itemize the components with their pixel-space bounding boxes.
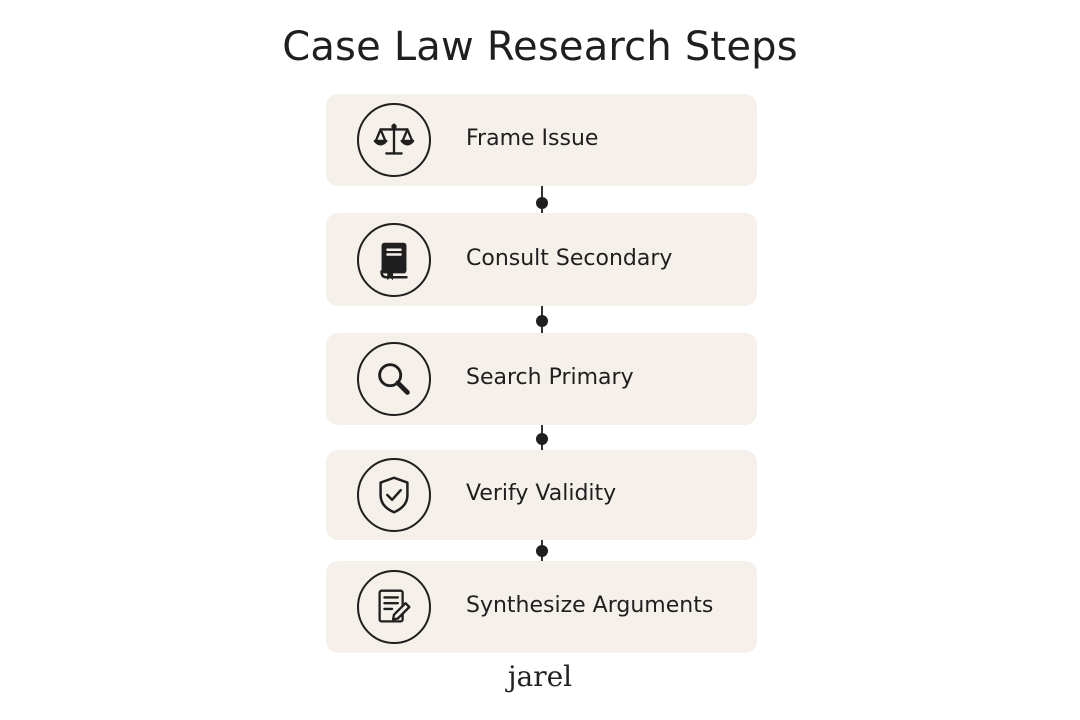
step-label: Frame Issue — [466, 126, 599, 151]
step-label: Verify Validity — [466, 481, 617, 506]
book-icon — [357, 223, 431, 297]
shield-check-icon — [357, 458, 431, 532]
connector — [536, 540, 548, 562]
connector-dot — [536, 545, 548, 557]
connector-dot — [536, 433, 548, 445]
step-card-verify-validity: Verify Validity — [326, 450, 757, 540]
step-label: Consult Secondary — [466, 246, 673, 271]
document-pen-icon — [357, 570, 431, 644]
step-label: Search Primary — [466, 365, 634, 390]
connector-dot — [536, 197, 548, 209]
step-card-frame-issue: Frame Issue — [326, 94, 757, 186]
connector — [536, 425, 548, 451]
step-card-search-primary: Search Primary — [326, 333, 757, 425]
diagram-title: Case Law Research Steps — [282, 24, 798, 70]
magnifying-glass-icon — [357, 342, 431, 416]
connector-dot — [536, 315, 548, 327]
connector — [536, 186, 548, 216]
step-label: Synthesize Arguments — [466, 593, 714, 618]
step-card-synthesize-arguments: Synthesize Arguments — [326, 561, 757, 653]
connector — [536, 306, 548, 334]
brand-wordmark: jarel — [507, 660, 573, 693]
step-card-consult-secondary: Consult Secondary — [326, 213, 757, 306]
scales-of-justice-icon — [357, 103, 431, 177]
